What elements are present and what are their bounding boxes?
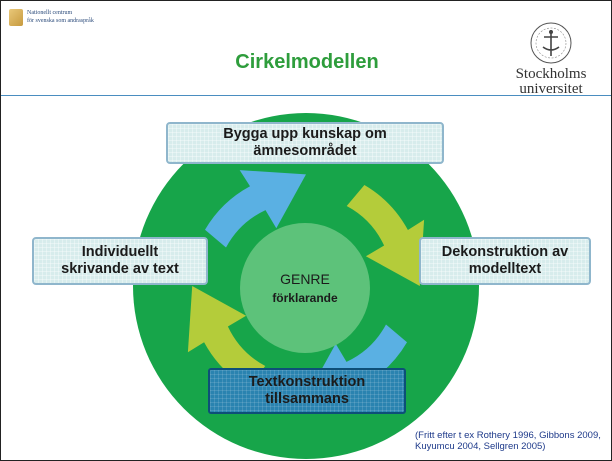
stage-box-individual-writing: Individuellt skrivande av text [32, 237, 208, 285]
stage-label-line2: modelltext [468, 261, 542, 277]
genre-center-circle: GENRE förklarande [240, 223, 370, 353]
citation-text: (Fritt efter t ex Rothery 1996, Gibbons … [415, 430, 601, 452]
stage-label-line1: Textkonstruktion [248, 374, 366, 390]
logo-mark-icon [9, 9, 23, 26]
stage-label-line2: ämnesområdet [253, 143, 357, 159]
logo-text-line1: Nationellt centrum [27, 10, 73, 16]
stage-box-build-knowledge: Bygga upp kunskap om ämnesområdet [166, 122, 444, 164]
logo-text-line2: för svenska som andraspråk [27, 18, 94, 24]
arrow-green-top-right [346, 185, 425, 286]
genre-label: GENRE [280, 271, 330, 287]
nationellt-centrum-logo: Nationellt centrum för svenska som andra… [9, 8, 129, 32]
stage-label-line1: Bygga upp kunskap om [223, 126, 387, 142]
university-seal-icon [530, 22, 572, 64]
arrow-blue-top-left [205, 170, 306, 248]
arrow-green-bottom-left [187, 286, 266, 388]
university-name-line1: Stockholms [515, 66, 587, 82]
stage-label-line2: skrivande av text [61, 261, 179, 277]
stage-box-joint-construction: Textkonstruktion tillsammans [208, 368, 406, 414]
stage-label-line2: tillsammans [265, 391, 349, 407]
stockholms-universitet-logo: Stockholms universitet [501, 21, 601, 111]
university-name-line2: universitet [519, 81, 583, 97]
header-divider [1, 95, 611, 96]
genre-sublabel: förklarande [272, 291, 338, 305]
slide-title: Cirkelmodellen [235, 51, 379, 73]
stage-box-deconstruction: Dekonstruktion av modelltext [419, 237, 591, 285]
stage-label-line1: Dekonstruktion av [441, 244, 569, 260]
stage-label-line1: Individuellt [81, 244, 159, 260]
